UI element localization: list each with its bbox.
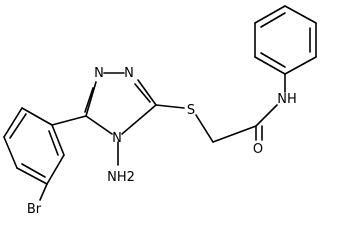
phenyl-bond [284,56,317,75]
sulfur-triazole-bond [155,104,185,109]
amide-cn-bond [255,104,278,127]
atom-label-n2: N [94,66,104,81]
triazole-double-bond [84,87,94,113]
triazole-bond [137,79,157,106]
atom-label-amino: NH2 [107,170,135,185]
triazole-double-bond [134,83,151,103]
bromophenyl-double-bond [9,113,27,139]
methylene-sulfur-bond [195,114,214,143]
triazole-bond [85,81,97,117]
methylene-bond [212,125,257,143]
bromophenyl-bond [3,107,23,138]
phenyl-bond [254,56,286,75]
atom-label-n1: N [124,66,134,81]
atom-label-amide-nh: NH [277,92,297,107]
atom-label-n4: N [112,131,122,146]
bromophenyl-bond [46,154,65,185]
bromophenyl-bond [51,124,65,156]
triazole-ring [84,72,157,135]
aryl-bond [51,115,87,126]
phenyl-ring [254,5,317,75]
structure-canvas: N N N S NH NH2 O Br [3,5,317,217]
bromophenyl-bond [3,136,18,169]
phenyl-double-bond [260,52,286,68]
bromophenyl-bond [21,107,53,126]
chemical-structure: N N N S NH NH2 O Br [3,5,317,217]
bromine-bond [39,183,48,201]
bromophenyl-double-bond [21,163,46,178]
bromophenyl-bond [16,167,48,185]
triazole-bond [85,115,113,135]
atom-label-sulfur: S [187,103,195,118]
atom-label-bromine: Br [27,202,42,217]
phenyl-bond [254,5,286,24]
phenyl-double-bond [260,12,286,28]
bromophenyl-double-bond [48,130,59,156]
phenyl-bond [284,5,317,24]
atom-label-oxygen: O [253,142,263,157]
bromophenyl-ring [3,107,65,185]
triazole-bond [121,104,157,135]
